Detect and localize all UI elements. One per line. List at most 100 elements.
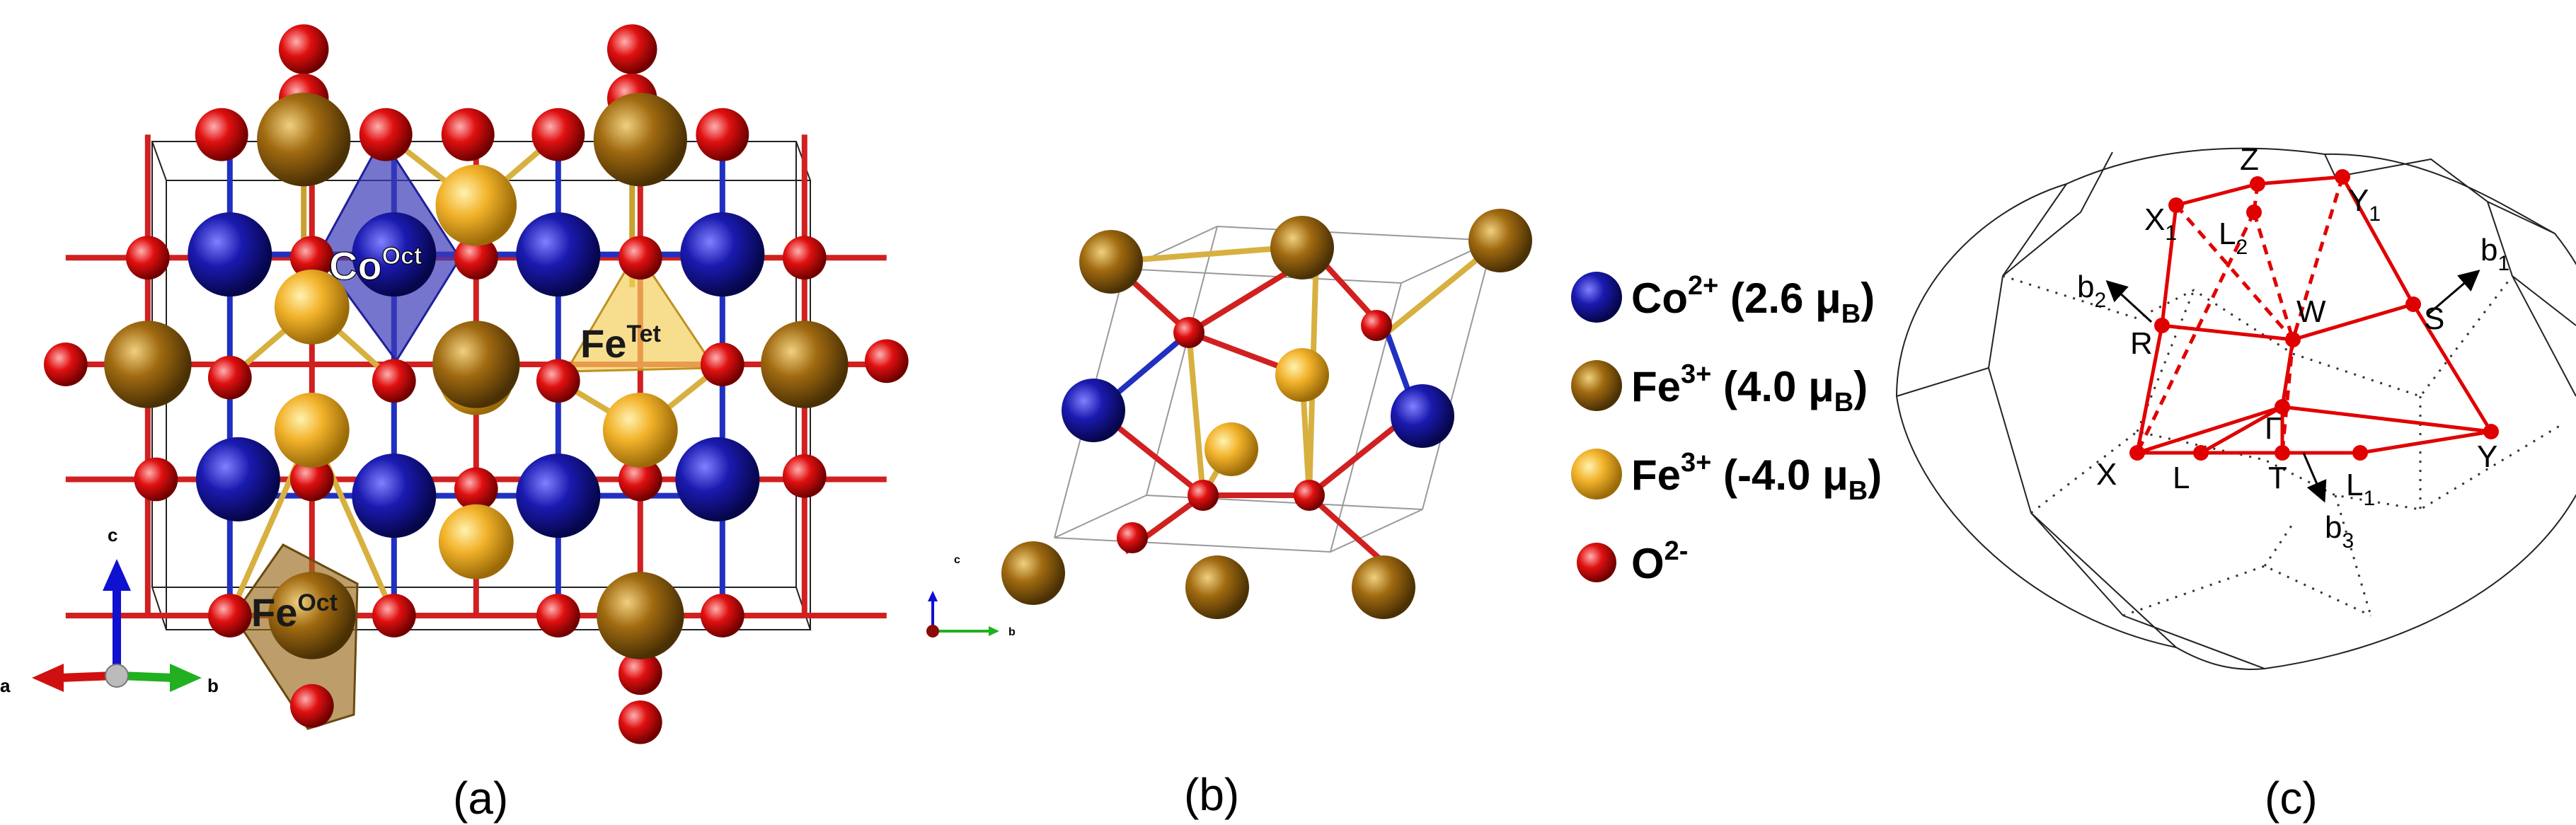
axis-b-label-b: b xyxy=(1008,626,1016,638)
legend-marker xyxy=(1577,543,1616,582)
co-oct-sup: Oct xyxy=(382,243,422,270)
fe-oct-atom xyxy=(597,572,684,659)
label-l: L xyxy=(2173,461,2190,495)
label-b1: b1 xyxy=(2480,233,2509,275)
oxygen-atom xyxy=(864,339,909,383)
oxygen-atom xyxy=(1188,480,1219,511)
legend-marker xyxy=(1571,360,1622,411)
oxygen-atom xyxy=(207,594,252,638)
oxygen-atom xyxy=(289,683,334,728)
legend-entry: Fe3+ (4.0 μB) xyxy=(1631,359,1868,417)
oxygen-atom xyxy=(531,108,585,161)
k-point-marker xyxy=(2285,332,2301,347)
path-segment xyxy=(2340,175,2415,306)
fe-tet-atom xyxy=(1275,348,1329,402)
label-y1: Y1 xyxy=(2348,183,2381,226)
path-segment xyxy=(2137,405,2283,455)
high-symmetry-path xyxy=(2129,169,2499,461)
oxygen-atom xyxy=(618,651,662,696)
fe-oct-sup: Oct xyxy=(297,589,338,616)
label-b3: b3 xyxy=(2325,510,2354,553)
oxygen-atom xyxy=(372,594,416,638)
label-t: T xyxy=(2268,461,2287,495)
path-segment-dashed xyxy=(2280,339,2295,454)
fe-tet-base: Fe xyxy=(580,321,626,366)
axis-c-label-b: c xyxy=(954,554,960,566)
axes-triad-a: c a b xyxy=(0,524,219,696)
legend-marker xyxy=(1571,449,1622,500)
path-segment xyxy=(2257,175,2343,186)
label-s: S xyxy=(2424,301,2444,336)
caption-a: (a) xyxy=(453,773,508,824)
fe-tet-sup: Tet xyxy=(626,321,660,347)
label-z: Z xyxy=(2240,142,2259,177)
oxygen-atom xyxy=(536,594,580,638)
axes-triad-b: c b xyxy=(926,554,1016,638)
oxygen-atom xyxy=(782,454,827,498)
label-r: R xyxy=(2130,326,2153,361)
k-point-marker xyxy=(2193,445,2209,461)
oxygen-atom xyxy=(441,108,495,161)
oxygen-atom xyxy=(134,457,178,502)
atom-set xyxy=(43,24,909,744)
fe-oct-atom xyxy=(1079,230,1143,294)
co-atom xyxy=(1062,379,1125,442)
label-l1: L1 xyxy=(2346,468,2375,510)
axis-c-label: c xyxy=(108,524,117,546)
fe-oct-atom xyxy=(1185,555,1249,619)
label-w: W xyxy=(2296,294,2326,329)
co-oct-base: Co xyxy=(329,243,382,288)
path-segment-dashed xyxy=(2175,204,2294,341)
label-l2: L2 xyxy=(2219,217,2248,259)
co-oct-label: CoOct xyxy=(329,243,422,288)
legend-entry: Co2+ (2.6 μB) xyxy=(1631,271,1875,329)
k-point-marker xyxy=(2483,424,2499,439)
co-atom xyxy=(195,437,280,521)
co-atom xyxy=(1391,384,1454,448)
oxygen-atom xyxy=(454,236,498,280)
legend-entry: Fe3+ (-4.0 μB) xyxy=(1631,448,1882,506)
fe-oct-atom xyxy=(1001,541,1065,605)
path-segment xyxy=(2282,405,2492,434)
oxygen-atom xyxy=(278,24,329,74)
panel-a: CoOct FeTet FeOct c a b (a) xyxy=(0,24,909,824)
co-atom xyxy=(188,212,272,297)
k-point-marker xyxy=(2168,197,2184,213)
bond xyxy=(1307,493,1382,561)
oxygen-atom xyxy=(195,108,248,161)
bond xyxy=(1186,332,1206,496)
path-segment-dashed xyxy=(2135,325,2164,454)
fe-tetrahedron xyxy=(564,249,717,373)
path-segment xyxy=(2175,182,2258,207)
fe-tet-atom xyxy=(602,392,678,468)
fe-oct-atom xyxy=(104,321,192,408)
axis-b-label: b xyxy=(207,675,219,696)
k-point-marker xyxy=(2275,399,2290,415)
oxygen-atom xyxy=(207,355,252,400)
k-point-marker xyxy=(2352,445,2368,461)
k-point-marker xyxy=(2129,445,2145,461)
oxygen-atom xyxy=(700,594,744,638)
reciprocal-vectors xyxy=(2105,270,2480,503)
path-segment xyxy=(2359,429,2492,455)
oxygen-atom xyxy=(1361,310,1392,341)
fe-oct-atom xyxy=(593,93,687,187)
k-point-marker xyxy=(2275,445,2290,461)
label-b2: b2 xyxy=(2077,270,2106,312)
brillouin-zone-solid-edges xyxy=(1895,147,2576,670)
co-atom xyxy=(675,437,760,521)
label-x1: X1 xyxy=(2144,202,2177,245)
oxygen-atom xyxy=(289,457,334,502)
co-atom xyxy=(516,212,601,297)
caption-c: (c) xyxy=(2265,773,2318,824)
k-point-marker xyxy=(2154,318,2170,333)
path-segment-dashed xyxy=(2252,212,2295,340)
co-atom xyxy=(516,454,601,538)
panel-b: c b (b) xyxy=(926,209,1532,820)
oxygen-atom xyxy=(1117,522,1148,553)
fe-oct-atom xyxy=(268,572,356,659)
oxygen-atom xyxy=(289,236,334,280)
path-segment-dashed xyxy=(2291,176,2345,340)
k-point-marker xyxy=(2335,169,2350,185)
